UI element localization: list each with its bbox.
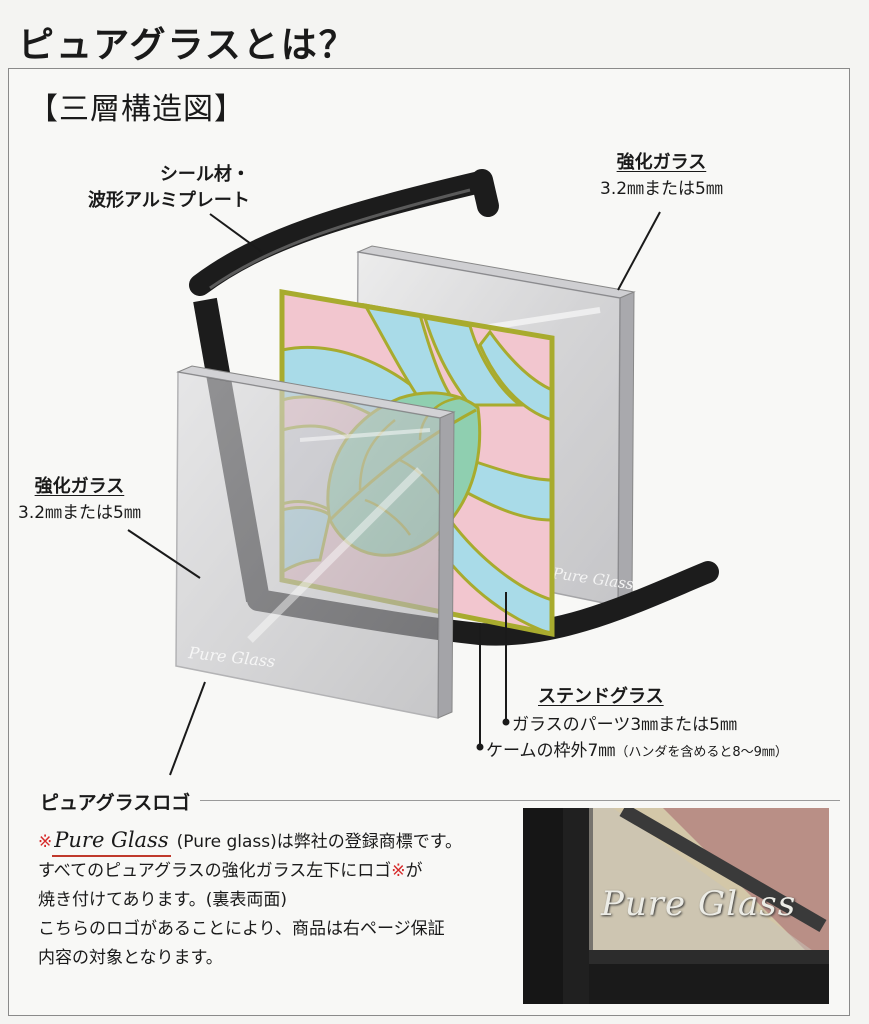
stained-glass-parts: ガラスのパーツ3㎜または5㎜: [512, 715, 737, 735]
photo-pure-glass-logo: Pure Glass: [601, 884, 797, 924]
stained-glass-came: ケームの枠外7㎜（ハンダを含めると8〜9㎜）: [486, 741, 788, 761]
glass-left-label: 強化ガラス 3.2㎜または5㎜: [18, 476, 141, 523]
note-line-1: ※Pure Glass(Pure glass)は弊社の登録商標です。: [38, 826, 498, 857]
glass-right-label: 強化ガラス 3.2㎜または5㎜: [600, 152, 723, 199]
logo-section-heading: ピュアグラスロゴ: [40, 792, 191, 814]
note-line-4: こちらのロゴがあることにより、商品は右ページ保証: [38, 919, 445, 939]
note-line-2: すべてのピュアグラスの強化ガラス左下にロゴ※が: [38, 861, 423, 881]
pure-glass-logo: Pure Glass: [52, 826, 171, 857]
front-tempered-glass: Pure Glass: [175, 365, 456, 719]
page-title: ピュアグラスとは？: [18, 25, 357, 66]
logo-note: ※Pure Glass(Pure glass)は弊社の登録商標です。 すべてのピ…: [38, 826, 498, 973]
three-layer-diagram: Pure Glass Pure Glass: [127, 169, 719, 776]
section-title: 【三層構造図】: [28, 92, 245, 127]
note-line-5: 内容の対象となります。: [38, 948, 223, 968]
seal-label: シール材・ 波形アルミプレート: [88, 164, 250, 211]
stained-glass-label: ステンドグラス: [538, 686, 664, 707]
logo-photo: Pure Glass: [523, 808, 829, 1004]
logo-section-divider: [200, 800, 840, 801]
note-line-3: 焼き付けてあります。(裏表両面): [38, 890, 288, 910]
leader-lines: [127, 211, 661, 776]
